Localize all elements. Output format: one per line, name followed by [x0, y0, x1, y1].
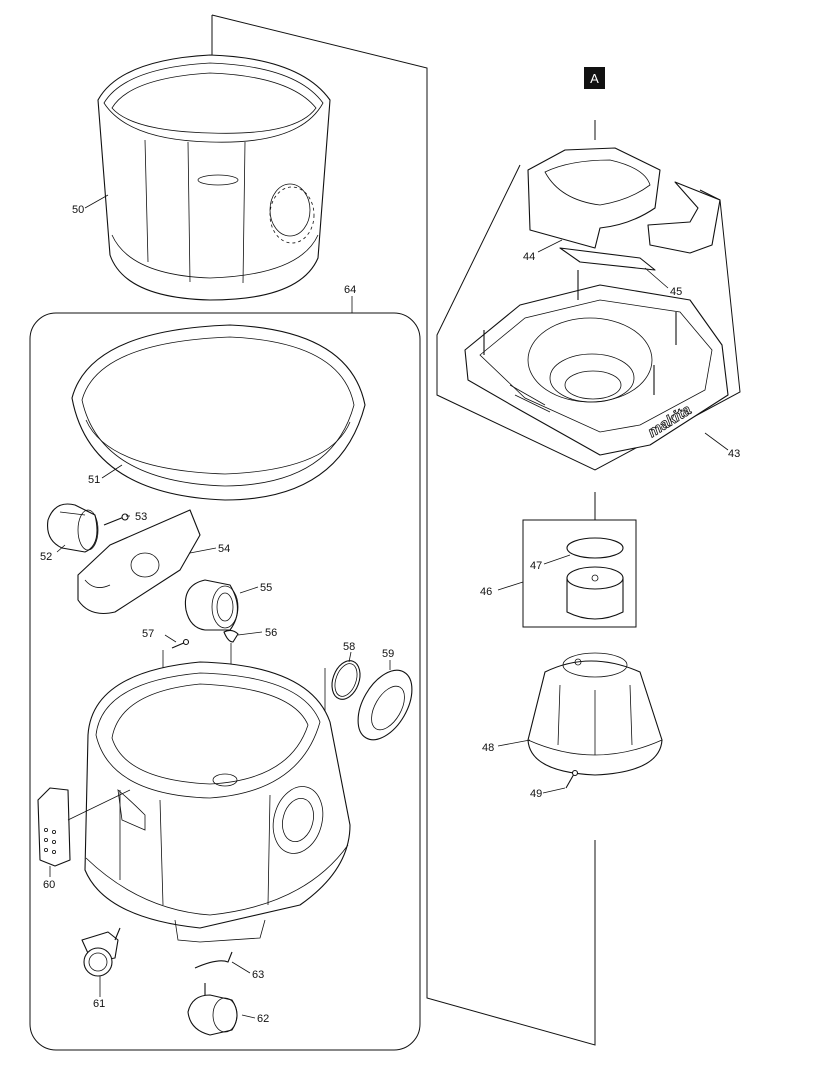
label-44: 44 [523, 251, 535, 263]
part-55-hose-adapter [184, 579, 239, 631]
part-51-gasket [71, 324, 366, 501]
label-62: 62 [257, 1013, 269, 1025]
part-54-baffle-plate [77, 509, 201, 615]
label-55: 55 [260, 582, 272, 594]
part-61-caster [81, 927, 121, 977]
label-49: 49 [530, 788, 542, 800]
kit-64-box [29, 312, 421, 1051]
leader-lines [49, 194, 729, 1019]
label-63: 63 [252, 969, 264, 981]
label-46: 46 [480, 586, 492, 598]
label-54: 54 [218, 543, 230, 555]
label-50: 50 [72, 204, 84, 216]
label-59: 59 [382, 648, 394, 660]
kit-46-box [522, 519, 637, 628]
part-58-o-ring [324, 660, 361, 735]
label-60: 60 [43, 879, 55, 891]
part-52-inlet-sleeve [47, 503, 99, 553]
part-48-filter-cage [527, 652, 663, 776]
marker-a-label: A [590, 71, 599, 86]
main-tank-body [84, 661, 351, 943]
part-50-bucket [97, 54, 331, 301]
label-53: 53 [135, 511, 147, 523]
label-51: 51 [88, 474, 100, 486]
label-45: 45 [670, 286, 682, 298]
label-56: 56 [265, 627, 277, 639]
label-43: 43 [728, 448, 740, 460]
label-52: 52 [40, 551, 52, 563]
part-44-cover-ring [527, 147, 721, 254]
part-49-screw [565, 769, 579, 789]
part-45-seal-strip [559, 247, 656, 271]
part-62-wheel [187, 983, 238, 1036]
part-63-spring-pin [194, 951, 233, 969]
part-47-filter-disc [566, 537, 624, 559]
marker-a: A [584, 67, 605, 89]
label-61: 61 [93, 998, 105, 1010]
part-53-screw [103, 513, 129, 526]
part-59-inlet-ring [357, 669, 413, 741]
label-47: 47 [530, 560, 542, 572]
filter-cartridge [566, 566, 624, 620]
label-48: 48 [482, 742, 494, 754]
label-58: 58 [343, 641, 355, 653]
part-labels: 50 64 51 52 53 54 55 56 57 58 59 60 61 6… [40, 204, 740, 1025]
label-57: 57 [142, 628, 154, 640]
label-64: 64 [344, 284, 356, 296]
part-60-latch [37, 787, 131, 867]
